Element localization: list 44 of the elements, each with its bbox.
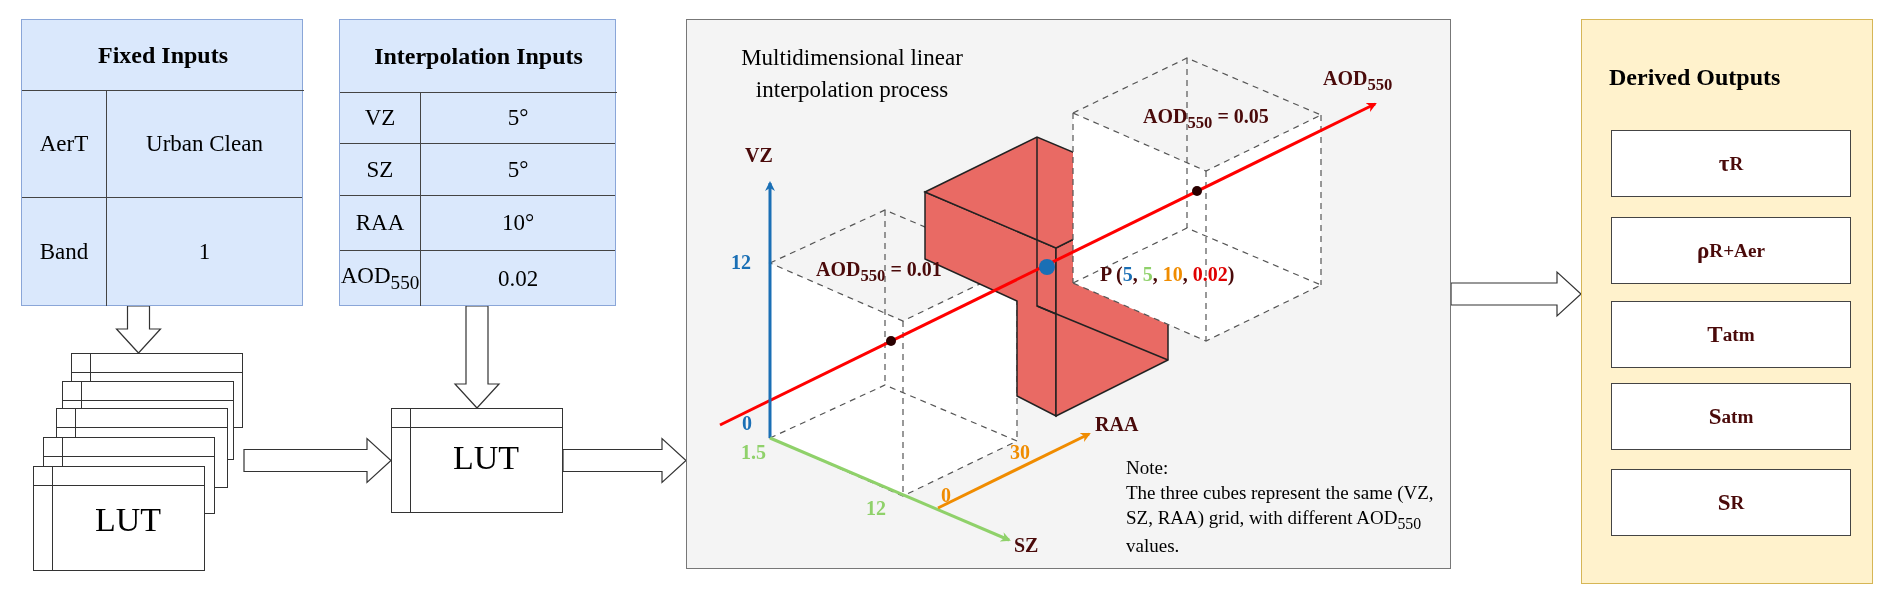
parameter-value: 5° xyxy=(507,105,529,131)
parameter-value: 0.02 xyxy=(497,265,539,292)
block-arrow xyxy=(115,305,162,354)
process-panel xyxy=(686,19,1451,569)
parameter-value: Urban Clean xyxy=(146,131,263,157)
block-arrow xyxy=(243,437,392,484)
parameter-value: 10° xyxy=(501,210,535,236)
input-table xyxy=(339,19,616,306)
tick-label: 0 xyxy=(941,484,951,506)
parameter-value: 5° xyxy=(507,156,529,183)
lut-stack xyxy=(33,353,244,571)
parameter-label: VZ xyxy=(364,105,396,131)
tick-label: 12 xyxy=(731,251,751,273)
cube-label: AOD$_{550}$ = 0.01 xyxy=(816,258,942,286)
parameter-label: AOD$_{550}$ xyxy=(340,263,420,294)
parameter-label: Band xyxy=(39,239,89,265)
input-table xyxy=(21,19,303,306)
point-label: P (5, 5, 10, 0.02) xyxy=(1100,263,1235,285)
parameter-value: 1 xyxy=(198,239,211,265)
block-arrow xyxy=(1450,270,1582,318)
tick-label: 30 xyxy=(1010,441,1030,463)
tick-label: 1.5 xyxy=(741,441,766,463)
axis-label: AOD$_{550}$ xyxy=(1323,67,1393,95)
block-arrow xyxy=(562,437,687,484)
lut-label: LUT xyxy=(451,439,521,477)
axis-label: SZ xyxy=(1014,534,1039,556)
panel-title: Multidimensional linear interpolation process xyxy=(740,44,964,105)
parameter-label: RAA xyxy=(355,210,405,236)
axis-label: RAA xyxy=(1095,413,1139,435)
table-title: Interpolation Inputs xyxy=(374,42,583,70)
tick-label: 12 xyxy=(866,497,886,519)
parameter-label: AerT xyxy=(39,131,89,157)
outputs-panel xyxy=(1581,19,1873,584)
lut-card xyxy=(391,408,563,513)
note-heading: Note: xyxy=(1126,456,1169,480)
block-arrow xyxy=(453,305,501,409)
parameter-label: SZ xyxy=(366,156,394,183)
panel-title: Derived Outputs xyxy=(1609,64,1781,91)
axis-label: VZ xyxy=(745,144,773,166)
note-text: The three cubes represent the same (VZ, SZ, RAA) grid, with different AOD$_{550}$ values. xyxy=(1126,481,1435,559)
lut-label: LUT xyxy=(93,501,163,539)
cube-label: AOD$_{550}$ = 0.05 xyxy=(1143,105,1269,133)
tick-label: 0 xyxy=(742,412,752,434)
table-title: Fixed Inputs xyxy=(97,41,228,69)
